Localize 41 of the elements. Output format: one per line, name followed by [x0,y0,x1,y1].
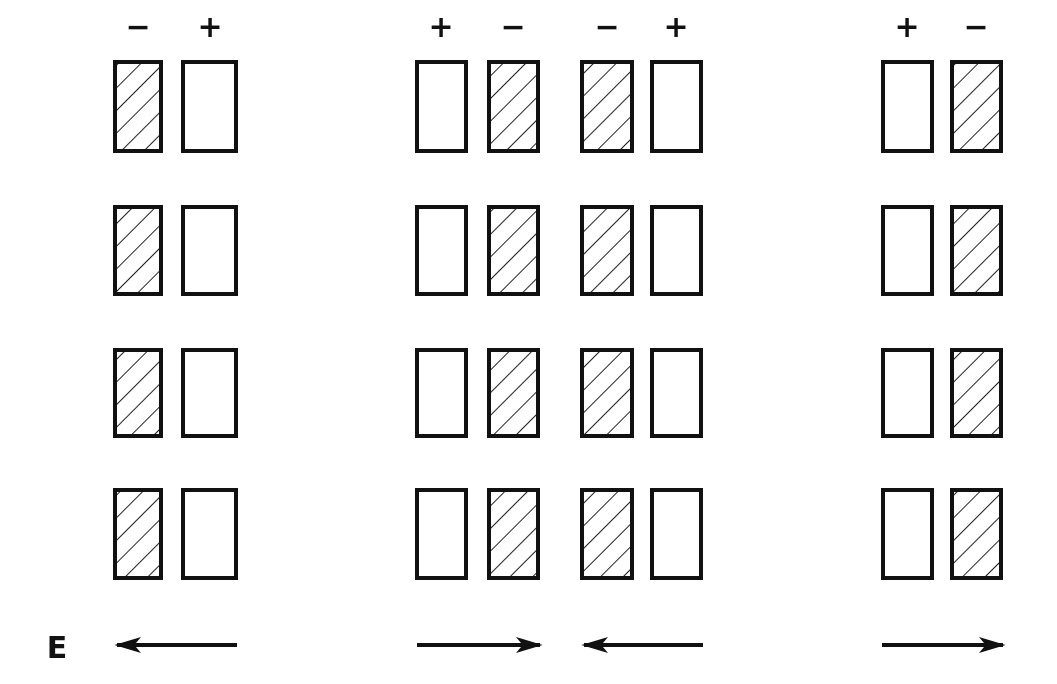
dipole-bar [650,348,703,438]
polarity-sign: + [663,12,689,42]
dipole-bar [415,488,468,580]
hatched-dipole-bar [580,348,634,438]
dipole-bar [415,60,468,153]
hatched-dipole-bar [580,60,634,153]
dipole-bar [181,60,238,153]
hatched-dipole-bar [487,488,540,580]
polarity-sign: + [428,12,454,42]
dipole-bar [181,488,238,580]
field-label: E [46,633,68,663]
polarity-sign: + [894,12,920,42]
dipole-bar [881,488,934,580]
dipole-bar [650,205,703,296]
hatched-dipole-bar [113,488,163,580]
hatched-dipole-bar [580,488,634,580]
hatched-dipole-bar [950,205,1003,296]
dipole-bar [181,348,238,438]
dipole-bar [415,205,468,296]
hatched-dipole-bar [580,205,634,296]
hatched-dipole-bar [113,348,163,438]
hatched-dipole-bar [487,60,540,153]
dipole-bar [415,348,468,438]
hatched-dipole-bar [487,205,540,296]
polarity-sign: − [125,12,151,42]
polarity-sign: + [197,12,223,42]
hatched-dipole-bar [950,488,1003,580]
hatched-dipole-bar [950,60,1003,153]
hatched-dipole-bar [950,348,1003,438]
dipole-bar [881,205,934,296]
hatched-dipole-bar [113,205,163,296]
polarity-sign: − [963,12,989,42]
dipole-bar [650,488,703,580]
hatched-dipole-bar [113,60,163,153]
polarity-sign: − [500,12,526,42]
dipole-bar [881,60,934,153]
hatched-dipole-bar [487,348,540,438]
dipole-bar [181,205,238,296]
dipole-bar [650,60,703,153]
polarity-sign: − [594,12,620,42]
dipole-bar [881,348,934,438]
